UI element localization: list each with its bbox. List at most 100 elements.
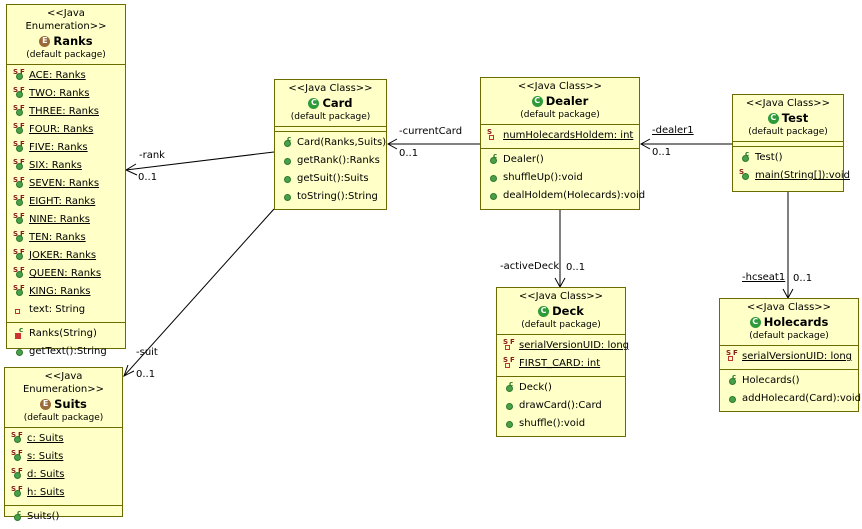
public-constructor-icon: c bbox=[11, 509, 25, 523]
public-static-method-icon: S bbox=[739, 168, 753, 182]
enum-icon: E bbox=[39, 35, 51, 47]
assoc-arrow-rank bbox=[124, 163, 138, 176]
method-row[interactable]: shuffleUp():void bbox=[481, 169, 639, 187]
class-icon: C bbox=[749, 316, 761, 328]
assoc-arrow-suit bbox=[123, 364, 135, 378]
method-row[interactable]: addHolecard(Card):void bbox=[720, 390, 861, 408]
method-row[interactable]: getSuit():Suits bbox=[275, 170, 386, 188]
assoc-mult-currentcard: 0..1 bbox=[399, 148, 419, 159]
package-label: (default package) bbox=[521, 320, 601, 330]
private-field-icon bbox=[13, 304, 27, 316]
stereotype: <<Java Class>> bbox=[746, 302, 832, 313]
assoc-role-hcseat1: -hcseat1 bbox=[742, 272, 786, 283]
method-row[interactable]: toString():String bbox=[275, 188, 386, 206]
method-row[interactable]: getRank():Ranks bbox=[275, 152, 386, 170]
stereotype: <<Java Class>> bbox=[745, 98, 831, 109]
attributes-section bbox=[275, 126, 386, 131]
class-icon: C bbox=[538, 305, 550, 317]
assoc-role-rank: -rank bbox=[139, 150, 165, 161]
assoc-arrow-dealer1 bbox=[639, 138, 651, 150]
method-row[interactable]: drawCard():Card bbox=[497, 397, 625, 415]
class-name: Holecards bbox=[763, 315, 829, 329]
public-constructor-icon: c bbox=[281, 135, 295, 149]
attribute-row[interactable]: text: String bbox=[7, 301, 125, 319]
method-row[interactable]: shuffle():void bbox=[497, 415, 625, 433]
public-method-icon bbox=[487, 172, 501, 184]
assoc-arrow-currentcard bbox=[386, 138, 398, 150]
public-method-icon bbox=[281, 173, 295, 185]
method-row[interactable]: dealHoldem(Holecards):void bbox=[481, 187, 645, 205]
assoc-mult-activedeck: 0..1 bbox=[566, 262, 586, 273]
class-icon: C bbox=[531, 95, 543, 107]
stereotype: <<Java Class>> bbox=[517, 81, 603, 92]
stereotype: <<Java Enumeration>> bbox=[22, 371, 105, 395]
public-method-icon bbox=[281, 155, 295, 167]
public-method-icon bbox=[503, 418, 517, 430]
stereotype: <<Java Enumeration>> bbox=[25, 8, 107, 32]
assoc-role-dealer1: -dealer1 bbox=[652, 125, 694, 136]
class-name: Deck bbox=[552, 304, 584, 318]
assoc-role-suit: -suit bbox=[136, 347, 158, 358]
method-row[interactable]: getText():String bbox=[7, 343, 125, 361]
